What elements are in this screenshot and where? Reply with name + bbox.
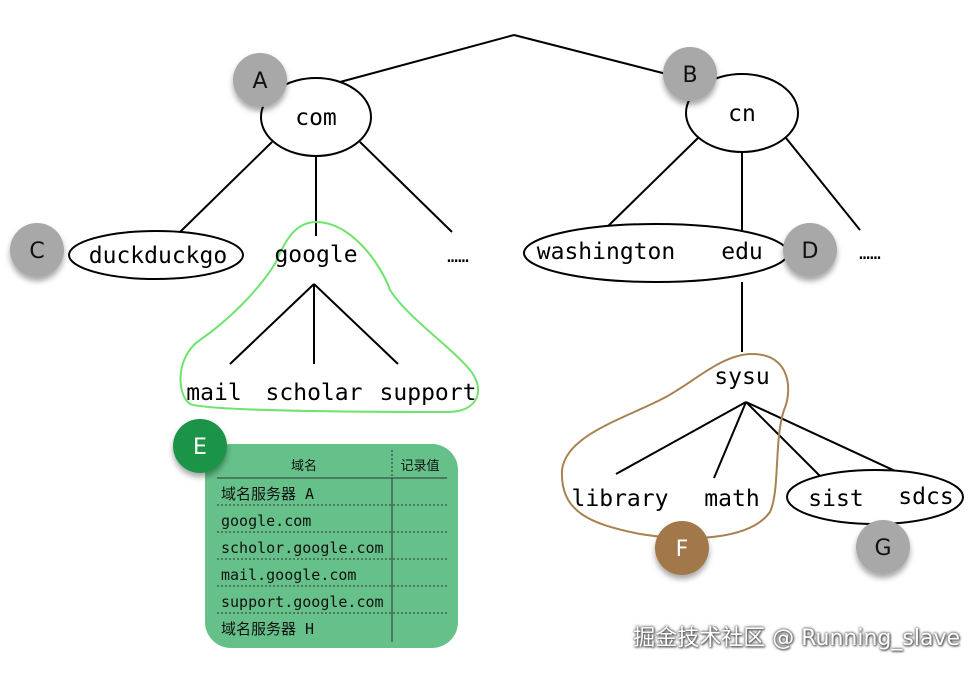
table-header-record: 记录值 <box>400 458 439 474</box>
badge-g <box>856 520 910 574</box>
table-row-3: scholor.google.com <box>221 539 384 557</box>
ellipsis-cn-label: …… <box>859 243 881 264</box>
edge-cn-washington <box>603 137 699 231</box>
badge-c-label: C <box>29 239 44 264</box>
badge-f-label: F <box>676 537 689 562</box>
sdcs-label: sdcs <box>898 484 953 510</box>
table-row-6: 域名服务器 H <box>221 620 314 638</box>
badge-e <box>173 419 227 473</box>
edge-com-duckduckgo <box>179 141 273 233</box>
badge-d <box>783 223 837 277</box>
google-label: google <box>274 242 357 268</box>
watermark-text: 掘金技术社区 @ Running_slave <box>633 626 960 651</box>
cn-label: cn <box>728 101 756 127</box>
table-header-domain: 域名 <box>291 458 317 474</box>
tree-edges <box>179 34 907 479</box>
edge-sysu-math <box>713 401 747 479</box>
washington-label: washington <box>537 239 675 265</box>
badge-c <box>10 223 64 277</box>
badge-g-label: G <box>874 536 891 561</box>
table-row-5: support.google.com <box>221 593 384 611</box>
badge-b <box>663 47 717 101</box>
badge-a <box>233 53 287 107</box>
scholar-label: scholar <box>266 380 363 406</box>
duckduckgo-node-ellipse <box>68 230 244 280</box>
edge-root-cn <box>513 34 691 81</box>
library-label: library <box>572 486 669 512</box>
com-node-ellipse <box>260 77 372 157</box>
sysu-zone-outline <box>560 352 790 540</box>
ellipsis-com-label: …… <box>447 246 469 267</box>
badge-d-label: D <box>802 239 819 264</box>
edge-google-support <box>313 283 399 365</box>
mail-label: mail <box>186 380 241 406</box>
edge-root-com <box>339 34 515 83</box>
badge-a-label: A <box>252 69 267 94</box>
badge-b-label: B <box>682 63 697 88</box>
edge-sysu-sist <box>745 401 823 479</box>
edge-cn-ellipsis <box>785 137 861 231</box>
support-label: support <box>380 380 477 406</box>
badge-e-label: E <box>193 435 207 460</box>
record-table-panel <box>205 444 458 648</box>
table-row-1: 域名服务器 A <box>221 485 314 503</box>
math-label: math <box>704 486 759 512</box>
edge-sysu-sdcs <box>745 401 907 477</box>
record-table-lines <box>217 450 447 642</box>
com-label: com <box>295 105 337 131</box>
cn-node-ellipse <box>685 73 799 153</box>
table-row-2: google.com <box>221 512 311 530</box>
sysu-label: sysu <box>714 364 769 390</box>
sist-label: sist <box>808 486 863 512</box>
badge-f <box>655 521 709 575</box>
google-zone-outline <box>179 220 480 414</box>
edu-label: edu <box>721 239 763 265</box>
edge-com-ellipsis <box>359 141 453 233</box>
edge-sysu-library <box>615 401 747 475</box>
table-row-4: mail.google.com <box>221 566 356 584</box>
edge-google-mail <box>229 283 315 365</box>
duckduckgo-label: duckduckgo <box>89 243 227 269</box>
